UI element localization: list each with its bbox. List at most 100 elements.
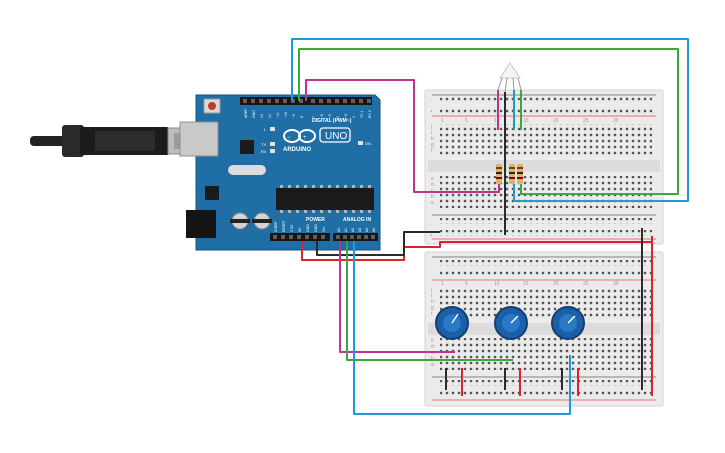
svg-text:~3: ~3 <box>344 114 348 118</box>
wire-blue-a2[interactable] <box>353 241 571 415</box>
rail-plus-sign-b: + <box>430 233 433 239</box>
svg-text:~6: ~6 <box>320 114 324 118</box>
atmega-chip <box>276 188 374 210</box>
rail-bottom-positive-2 <box>440 391 652 397</box>
usb-cable[interactable] <box>30 125 199 157</box>
wire-magenta-top[interactable] <box>305 79 500 193</box>
svg-text:A0: A0 <box>337 228 341 232</box>
svg-text:−: − <box>287 135 291 141</box>
arduino-uno-board[interactable]: − + ARDUINO UNO DIGITAL (PWM~) POWER ANA… <box>179 94 381 251</box>
svg-text:f: f <box>431 148 433 154</box>
brand-label: ARDUINO <box>283 147 311 153</box>
svg-text:j: j <box>430 124 432 130</box>
svg-text:4: 4 <box>336 116 340 118</box>
svg-text:TX 1: TX 1 <box>360 111 364 118</box>
digital-pin-labels: AREF GND 13 12 ~11 ~10 ~9 8 7 ~6 ~5 4 ~3… <box>244 109 372 118</box>
svg-text:10: 10 <box>494 118 500 124</box>
breadboard-top[interactable]: - + - + 1 5 10 15 20 25 30 j i h g f e d… <box>424 89 664 245</box>
svg-text:e: e <box>431 338 434 344</box>
terminal-rows-upper <box>440 124 652 156</box>
resistor-3[interactable] <box>517 164 523 184</box>
svg-text:8: 8 <box>300 116 304 118</box>
svg-text:10: 10 <box>494 281 500 287</box>
svg-text:15: 15 <box>523 281 529 287</box>
potentiometer-1[interactable] <box>435 306 469 340</box>
svg-text:30: 30 <box>613 118 619 124</box>
small-chip <box>240 140 254 154</box>
svg-text:2: 2 <box>352 116 356 118</box>
svg-text:A2: A2 <box>351 228 355 232</box>
rx-led-label: RX <box>261 149 267 154</box>
svg-text:~5: ~5 <box>328 114 332 118</box>
on-led-label: ON <box>365 141 371 146</box>
svg-text:~11: ~11 <box>276 112 280 118</box>
arduino-logo: − + <box>283 129 316 143</box>
svg-text:30: 30 <box>613 281 619 287</box>
tx-led <box>270 142 275 146</box>
svg-text:d: d <box>431 344 434 350</box>
center-channel <box>428 160 660 172</box>
reset-button-cap[interactable] <box>208 102 216 110</box>
potentiometer-3[interactable] <box>551 306 585 340</box>
analog-pin-labels: A0 A1 A2 A3 A4 A5 <box>337 228 376 232</box>
svg-text:Vin: Vin <box>322 227 326 232</box>
svg-text:~9: ~9 <box>292 114 296 118</box>
wire-blue-top[interactable] <box>291 38 689 202</box>
svg-text:IOREF: IOREF <box>274 221 278 232</box>
analog-label: ANALOG IN <box>343 217 371 223</box>
svg-text:A4: A4 <box>365 228 369 232</box>
svg-text:a: a <box>431 362 434 368</box>
svg-text:1: 1 <box>441 118 444 124</box>
wire-red-5v[interactable] <box>301 236 653 261</box>
svg-text:7: 7 <box>312 116 316 118</box>
svg-text:20: 20 <box>553 281 559 287</box>
breadboard-bottom[interactable]: 1 5 10 15 20 25 30 j i h g f e d c b a <box>424 251 664 407</box>
rail-plus-sign: + <box>430 109 433 115</box>
svg-text:d: d <box>431 182 434 188</box>
svg-text:+: + <box>303 135 307 141</box>
svg-text:RX 0: RX 0 <box>368 110 372 118</box>
resistor-1[interactable] <box>496 164 502 184</box>
svg-text:5: 5 <box>465 281 468 287</box>
resistor-2[interactable] <box>509 164 515 184</box>
usb-port <box>179 121 219 157</box>
svg-text:j: j <box>430 287 432 293</box>
model-label: UNO <box>325 131 347 142</box>
wire-black-gnd[interactable] <box>316 231 440 256</box>
svg-text:i: i <box>431 130 432 136</box>
svg-text:h: h <box>431 299 434 305</box>
svg-text:A1: A1 <box>344 228 348 232</box>
center-channel-2 <box>428 323 660 335</box>
wire-green-top[interactable] <box>298 48 679 195</box>
rgb-led[interactable] <box>497 62 522 93</box>
rail-minus-sign: - <box>430 98 432 104</box>
crystal <box>228 165 266 175</box>
svg-text:i: i <box>431 293 432 299</box>
terminal-rows-lower-2 <box>440 338 652 370</box>
svg-text:1: 1 <box>441 281 444 287</box>
svg-text:25: 25 <box>583 118 589 124</box>
l-led-label: L <box>264 127 267 132</box>
svg-text:GND: GND <box>252 110 256 118</box>
potentiometer-2[interactable] <box>494 306 528 340</box>
wire-green-a1[interactable] <box>346 241 513 361</box>
voltage-regulator <box>205 186 219 200</box>
svg-text:5: 5 <box>465 118 468 124</box>
svg-text:AREF: AREF <box>244 109 248 118</box>
rail-bottom-negative-2 <box>440 380 652 386</box>
power-jack <box>186 210 216 238</box>
rail-bottom-positive <box>440 230 652 236</box>
svg-text:f: f <box>431 311 433 317</box>
l-led <box>270 127 275 131</box>
terminal-rows-upper-2 <box>440 287 652 319</box>
svg-text:A5: A5 <box>372 228 376 232</box>
power-label: POWER <box>306 217 325 223</box>
analog-header[interactable] <box>333 233 378 241</box>
rail-minus-sign-b: - <box>430 222 432 228</box>
svg-text:5V: 5V <box>298 227 302 232</box>
svg-text:RESET: RESET <box>282 219 286 232</box>
rail-top-positive-2 <box>440 271 652 277</box>
wire-magenta-a0[interactable] <box>339 241 455 353</box>
svg-text:e: e <box>431 176 434 182</box>
